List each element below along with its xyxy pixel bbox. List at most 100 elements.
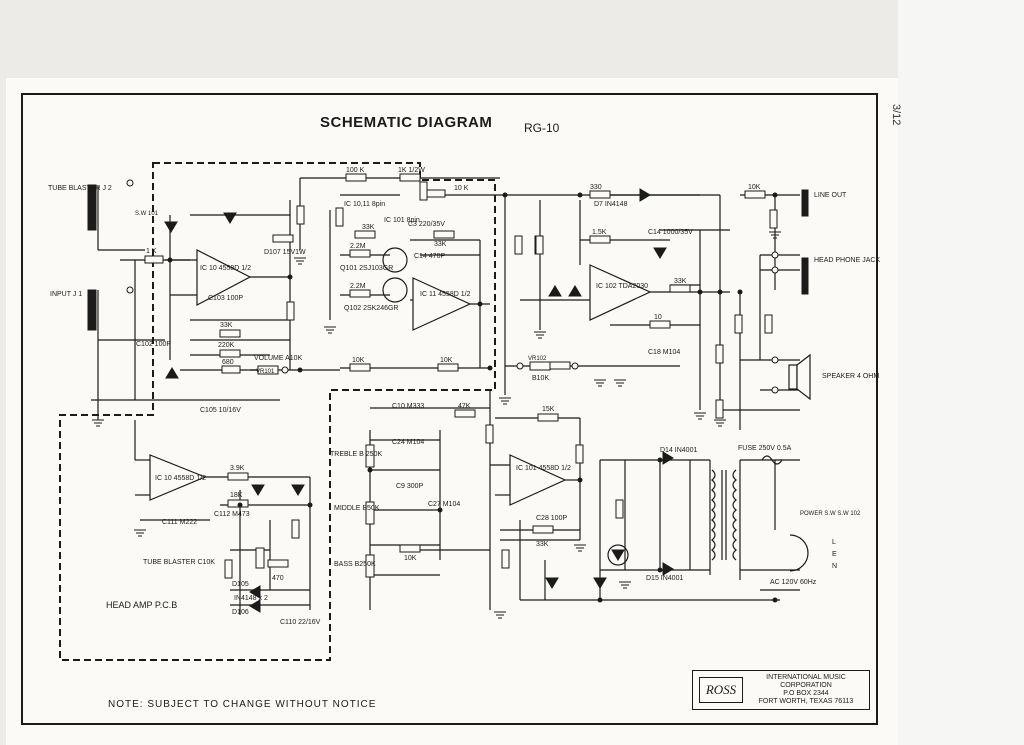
wiring <box>91 177 800 615</box>
footer-note: NOTE: SUBJECT TO CHANGE WITHOUT NOTICE <box>108 699 377 710</box>
schematic-sheet <box>6 78 898 745</box>
r17-value-label: 10K <box>404 555 417 562</box>
corporation-box: ROSS INTERNATIONAL MUSIC CORPORATION P.O… <box>692 670 870 710</box>
treble-label: TREBLE B 250K <box>330 451 382 458</box>
c112-label: C112 M473 <box>214 511 250 518</box>
d105-label: D105 <box>232 581 249 588</box>
bass-label: BASS B250K <box>334 561 376 568</box>
terminals <box>126 179 779 394</box>
led-symbol <box>607 544 629 566</box>
resistor-boxes <box>144 173 778 579</box>
r111-value-label: 470 <box>272 575 284 582</box>
corporation-address: INTERNATIONAL MUSIC CORPORATION P.O BOX … <box>747 674 865 706</box>
diodes <box>164 188 674 613</box>
corp-line-4: FORT WORTH, TEXAS 76113 <box>758 698 854 705</box>
speaker-symbol <box>788 353 811 401</box>
input-jack-label: INPUT J 1 <box>50 291 82 298</box>
headphone-jack-label: HEAD PHONE JACK <box>814 257 880 264</box>
c24-label: C24 M104 <box>392 439 424 446</box>
ac-l-label: L <box>832 539 836 546</box>
sw101-label: S.W 101 <box>135 211 159 217</box>
ic10b-label: IC 10 4558D 1/2 <box>155 475 206 482</box>
r33-value-label: 1.5K <box>592 229 607 236</box>
d107-label: D107 15V1W <box>264 249 306 256</box>
ic11-label: IC 11 4558D 1/2 <box>420 291 471 298</box>
r105-value-label: 680 <box>222 359 234 366</box>
jacks <box>87 184 809 331</box>
tube-blaster-jack-label: TUBE BLASTER J 2 <box>48 185 112 192</box>
d105-106-label: IN4148 x 2 <box>234 595 268 602</box>
c103-label: C103 100P <box>208 295 243 302</box>
ic102-label: IC 102 TDA2030 <box>596 283 648 290</box>
scan-background-right <box>898 0 1024 745</box>
junction-dots <box>167 192 778 603</box>
r122-value-label: 10K <box>440 357 453 364</box>
speaker-label: SPEAKER 4 OHM <box>822 373 879 380</box>
ac-n-label: N <box>832 563 837 570</box>
r102-value-label: 220K <box>218 342 235 349</box>
r119-value-label: 10K <box>352 357 365 364</box>
c18-label: C18 M104 <box>648 349 680 356</box>
r121-value-label: 33K <box>434 241 447 248</box>
head-amp-pcb-label: HEAD AMP P.C.B <box>106 600 177 610</box>
r120-value-label: 33K <box>362 224 375 231</box>
r104-value-label: 33K <box>220 322 233 329</box>
d15-label: D15 IN4001 <box>646 575 683 582</box>
q101-label: Q101 2SJ103GR <box>340 265 393 272</box>
r115-value-label: 100 K <box>346 167 365 174</box>
c102-label: C102 100P <box>136 341 171 348</box>
r12-value-label: 10K <box>748 184 761 191</box>
ac-supply-label: AC 120V 60Hz <box>770 579 817 586</box>
c114-label: C14 470P <box>414 253 445 260</box>
ac-e-label: E <box>832 551 837 558</box>
q102-label: Q102 2SK246GR <box>344 305 398 312</box>
r13-value-label: 47K <box>458 403 471 410</box>
r118-value-label: 2.2M <box>350 283 366 290</box>
d7-label: D7 IN4148 <box>594 201 628 208</box>
vr102-value-label: B10K <box>532 375 549 382</box>
c110-label: C110 22/16V <box>280 619 321 626</box>
r31-value-label: 330 <box>590 184 602 191</box>
r101-value-label: 1 K <box>146 248 157 255</box>
corp-line-1: INTERNATIONAL MUSIC <box>766 674 846 681</box>
d106-label: D106 <box>232 609 249 616</box>
ic10a-label: IC 10 4558D 1/2 <box>200 265 251 272</box>
d14-label: D14 IN4001 <box>660 447 697 454</box>
r20-value-label: 33K <box>674 278 687 285</box>
model-number: RG-10 <box>524 121 560 135</box>
c111-label: C111 M222 <box>162 519 197 526</box>
c3-label: C3 220/35V <box>408 221 445 228</box>
c9-label: C9 300P <box>396 483 424 490</box>
r32-value-label: 15K <box>542 406 555 413</box>
corp-line-2: CORPORATION <box>780 682 832 689</box>
power-switch-label: POWER S.W S.W 102 <box>800 511 861 517</box>
c28-label: C28 100P <box>536 515 567 522</box>
vr101-label: VR101 <box>256 369 275 375</box>
tube-blaster-pot-label: TUBE BLASTER C10K <box>143 559 215 566</box>
c105-label: C105 10/16V <box>200 407 241 414</box>
vr102-label: VR102 <box>528 356 547 362</box>
r19-value-label: 10 <box>654 314 662 321</box>
ic101-pin-label: IC 101 8pin <box>384 217 420 224</box>
r23-value-label: 33K <box>536 541 549 548</box>
c27-label: C27 M104 <box>428 501 460 508</box>
pots <box>255 361 551 578</box>
line-out-label: LINE OUT <box>814 192 847 199</box>
c10-label: C10 M333 <box>392 403 424 410</box>
ic10-11-pin-label: IC 10,11 8pin <box>344 201 385 208</box>
corp-line-3: P.O BOX 2344 <box>783 690 829 697</box>
transformer <box>711 455 809 572</box>
r117-value-label: 2.2M <box>350 243 366 250</box>
r107-value-label: 1K 1/2W <box>398 167 425 174</box>
r27-value-label: 10 K <box>454 185 469 192</box>
diagram-title: SCHEMATIC DIAGRAM <box>320 114 493 131</box>
ic101-label: IC 101 4558D 1/2 <box>516 465 571 472</box>
fuse-label: FUSE 250V 0.5A <box>738 445 792 452</box>
c14b-label: C14 1000/35V <box>648 229 693 236</box>
middle-label: MIDDLE B50K <box>334 505 380 512</box>
r113-value-label: 18K <box>230 492 243 499</box>
r112-value-label: 3.9K <box>230 465 245 472</box>
volume-label: VOLUME A10K <box>254 355 303 362</box>
sheet-border <box>21 93 878 725</box>
